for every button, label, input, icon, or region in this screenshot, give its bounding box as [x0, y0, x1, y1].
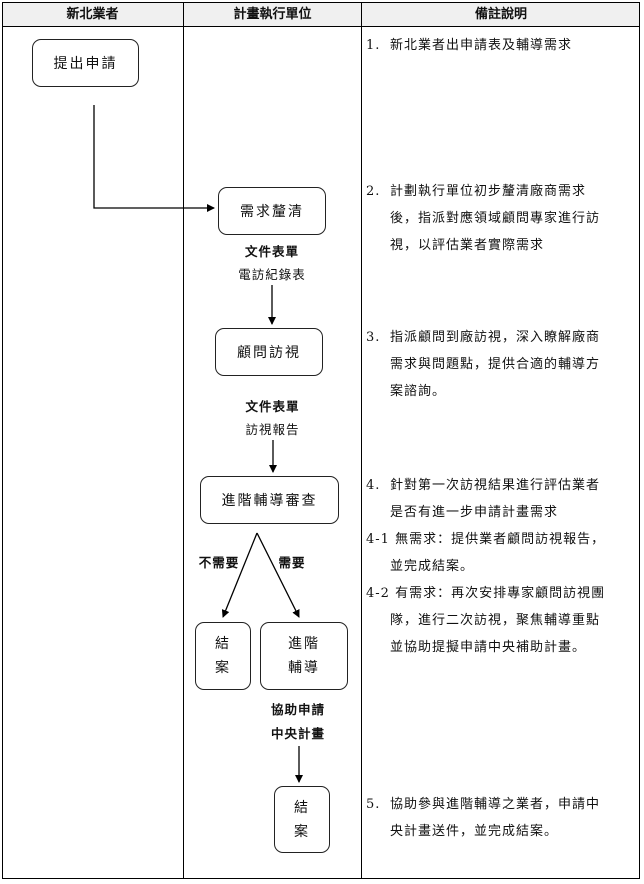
note-number: 4. [366, 478, 381, 493]
docs-visit-report: 訪視報告 [245, 422, 300, 437]
header-remarks: 備註說明 [474, 7, 527, 22]
note-text: 針對第一次訪視結果進行評估業者 [390, 478, 601, 493]
step-advanced-coaching: 進階 輔導 [260, 622, 348, 690]
column-divider [183, 2, 184, 879]
close-case-char: 結 [215, 636, 231, 652]
assist-line: 中央計畫 [270, 726, 325, 741]
close-case-char: 結 [294, 799, 310, 816]
column-divider [361, 2, 362, 879]
note-3: 3. 指派顧問到廠訪視，深入瞭解廠商 需求與問題點，提供合適的輔導方 案諮詢。 [366, 324, 638, 405]
docs-label: 文件表單 [245, 399, 300, 414]
step-consultant-visit: 顧問訪視 [215, 328, 323, 376]
assist-line: 協助申請 [270, 702, 325, 717]
note-text: 並協助提擬申請中央補助計畫。 [390, 640, 587, 655]
table-header-row [2, 2, 640, 27]
advanced-coaching-line: 輔導 [288, 660, 320, 676]
note-5: 5. 協助參與進階輔導之業者，申請中 央計畫送件，並完成結案。 [366, 791, 638, 845]
note-2: 2. 計劃執行單位初步釐清廠商需求 後，指派對應領域顧問專家進行訪 視，以評估業者… [366, 178, 638, 259]
step-final-close-case: 結 案 [274, 786, 330, 853]
step-advanced-review: 進階輔導審查 [200, 476, 339, 524]
assist-apply-central-plan: 協助申請 中央計畫 [262, 698, 334, 746]
note-number: 1. [366, 38, 381, 53]
note-text: 後，指派對應領域顧問專家進行訪 [390, 211, 601, 226]
header-applicant: 新北業者 [66, 7, 119, 22]
header-executing-unit: 計畫執行單位 [233, 7, 312, 22]
note-number: 3. [366, 330, 381, 345]
note-number: 4-2 [366, 586, 390, 601]
note-text: 新北業者出申請表及輔導需求 [390, 38, 573, 53]
close-case-char: 案 [294, 823, 310, 840]
note-text: 無需求：提供業者顧問訪視報告， [395, 532, 606, 547]
docs-label: 文件表單 [244, 244, 299, 259]
note-text: 隊，進行二次訪視，聚焦輔導重點 [390, 613, 601, 628]
note-text: 指派顧問到廠訪視，深入瞭解廠商 [390, 330, 601, 345]
note-number: 4-1 [366, 532, 390, 547]
note-4: 4. 針對第一次訪視結果進行評估業者 是否有進一步申請計畫需求 4-1 無需求：提… [366, 472, 638, 661]
branch-not-needed: 不需要 [198, 555, 240, 570]
branch-needed: 需要 [278, 555, 306, 570]
docs-phone-record: 電訪紀錄表 [238, 267, 306, 282]
step-clarify-needs: 需求釐清 [218, 187, 326, 235]
note-text: 協助參與進階輔導之業者，申請中 [390, 797, 601, 812]
note-number: 5. [366, 797, 381, 812]
note-text: 是否有進一步申請計畫需求 [390, 505, 559, 520]
note-text: 央計畫送件，並完成結案。 [390, 824, 559, 839]
note-text: 並完成結案。 [390, 559, 475, 574]
note-text: 需求與問題點，提供合適的輔導方 [390, 357, 601, 372]
step-submit-application: 提出申請 [32, 39, 139, 87]
note-text: 案諮詢。 [390, 384, 447, 399]
note-number: 2. [366, 184, 381, 199]
step-close-case: 結 案 [195, 622, 251, 690]
note-text: 視，以評估業者實際需求 [390, 238, 545, 253]
close-case-char: 案 [215, 660, 231, 676]
note-1: 1. 新北業者出申請表及輔導需求 [366, 32, 638, 59]
note-text: 計劃執行單位初步釐清廠商需求 [390, 184, 587, 199]
advanced-coaching-line: 進階 [288, 636, 320, 652]
note-text: 有需求：再次安排專家顧問訪視團 [395, 586, 606, 601]
